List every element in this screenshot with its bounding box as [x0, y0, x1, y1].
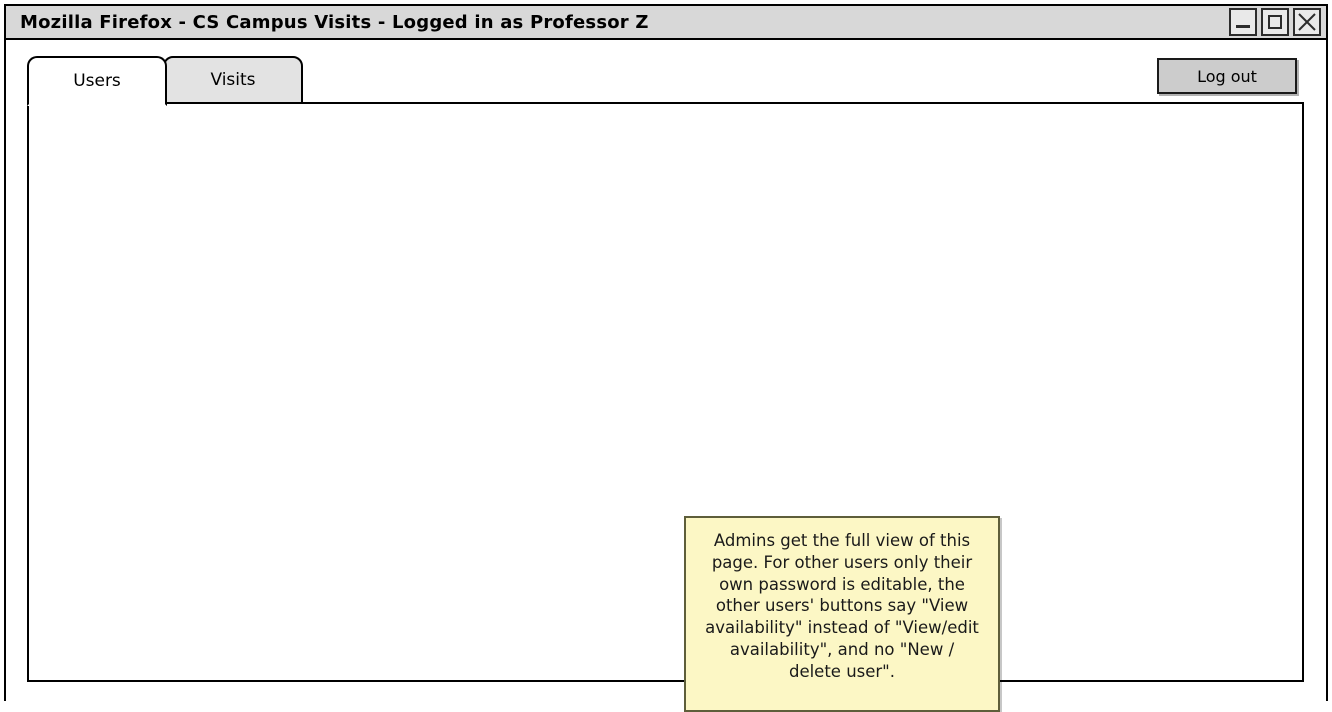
minimize-button[interactable]	[1229, 8, 1257, 36]
sticky-note: Admins get the full view of this page. F…	[684, 516, 1000, 712]
tab-visits-label: Visits	[210, 70, 256, 90]
tab-users-label: Users	[73, 71, 121, 91]
active-tab-notch	[29, 100, 165, 106]
minimize-icon	[1231, 10, 1255, 34]
sticky-note-text: Admins get the full view of this page. F…	[705, 531, 979, 681]
logout-button-label: Log out	[1197, 66, 1257, 86]
close-icon	[1295, 10, 1319, 34]
browser-window: Mozilla Firefox - CS Campus Visits - Log…	[4, 4, 1328, 712]
logout-button[interactable]: Log out	[1157, 58, 1297, 94]
tab-visits[interactable]: Visits	[163, 56, 303, 104]
window-title: Mozilla Firefox - CS Campus Visits - Log…	[20, 12, 649, 33]
maximize-icon	[1263, 10, 1287, 34]
workspace: Users Visits Log out Name Email Password…	[6, 40, 1326, 712]
tab-users[interactable]: Users	[27, 56, 167, 106]
maximize-button[interactable]	[1261, 8, 1289, 36]
title-bar: Mozilla Firefox - CS Campus Visits - Log…	[6, 6, 1326, 40]
close-button[interactable]	[1293, 8, 1321, 36]
content-panel	[27, 102, 1304, 682]
window-controls	[1229, 8, 1321, 36]
